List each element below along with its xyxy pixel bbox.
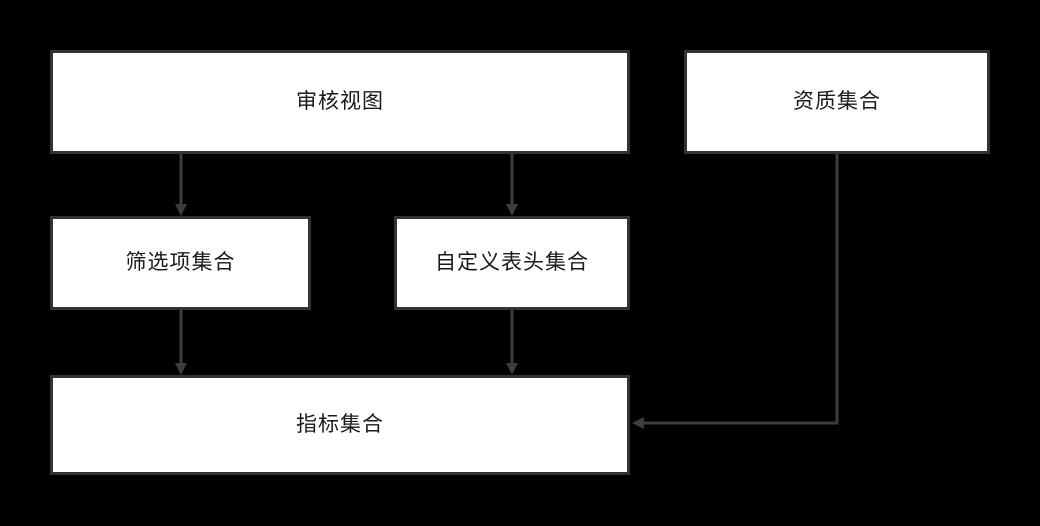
node-qualification-label: 资质集合 xyxy=(793,89,881,114)
node-filter-items[interactable]: 筛选项集合 xyxy=(50,216,311,310)
node-custom-header-label: 自定义表头集合 xyxy=(435,250,589,275)
node-audit-view[interactable]: 审核视图 xyxy=(50,50,630,154)
node-metrics-label: 指标集合 xyxy=(296,412,384,437)
node-qualification[interactable]: 资质集合 xyxy=(684,50,990,154)
node-filter-items-label: 筛选项集合 xyxy=(125,250,236,275)
node-audit-view-label: 审核视图 xyxy=(296,89,384,114)
edge-qualification-to-metrics xyxy=(632,154,839,429)
node-custom-header[interactable]: 自定义表头集合 xyxy=(394,216,630,310)
node-metrics[interactable]: 指标集合 xyxy=(50,375,630,475)
